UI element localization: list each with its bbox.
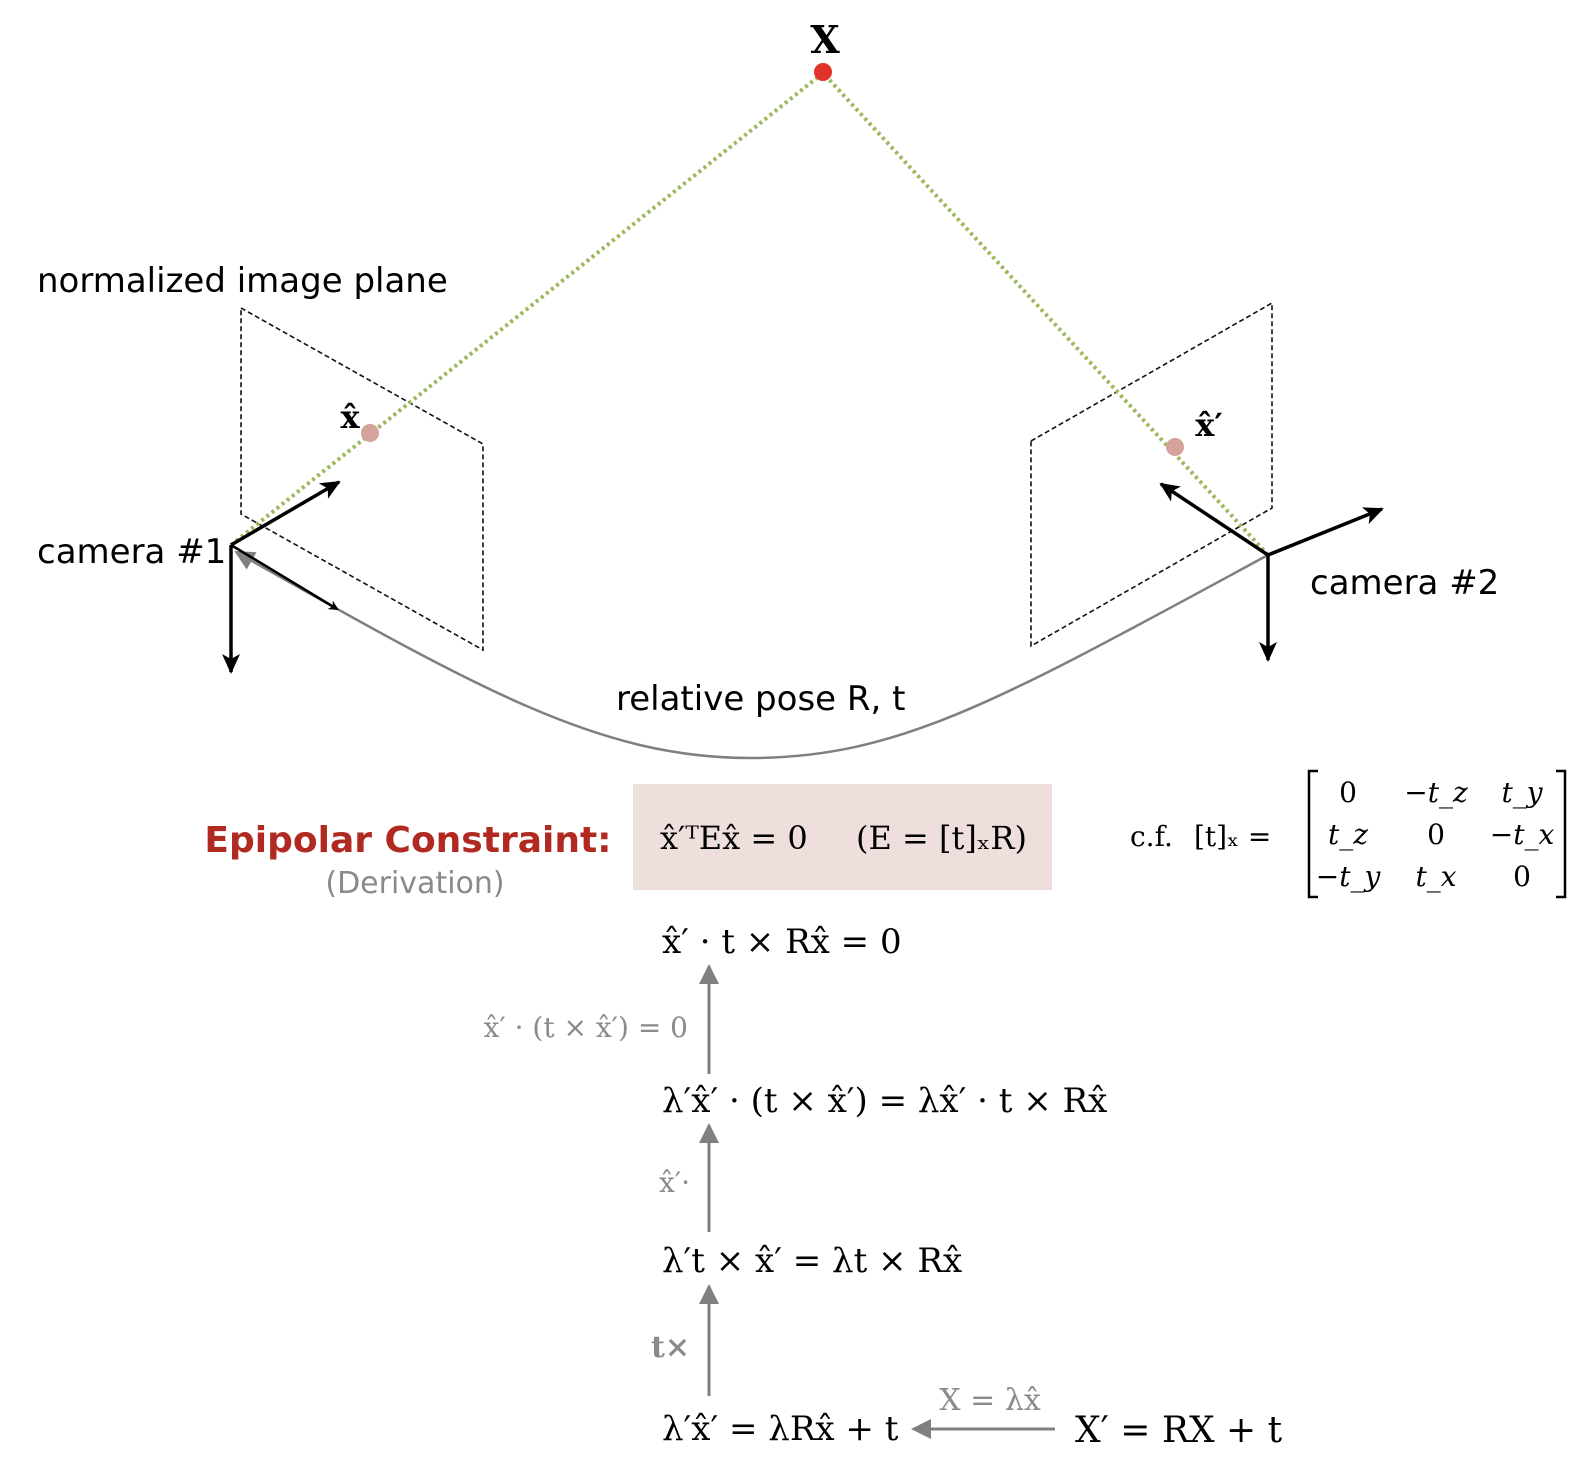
matrix-cell-0-1: −t_z	[1404, 776, 1468, 809]
derivation-hint-1: x̂′ · (t × x̂′) = 0	[484, 1011, 688, 1044]
image-plane-1	[240, 306, 484, 652]
derivation-step-3: λ′t × x̂′ = λt × Rx̂	[662, 1241, 962, 1281]
camera1-axis-optical	[230, 543, 339, 611]
camera2-axis-optical	[1159, 482, 1269, 557]
constraint-equation: x̂′ᵀEx̂ = 0	[660, 819, 808, 857]
relative-pose-curve	[234, 550, 1269, 760]
cross-matrix-cells: 0 −t_z t_y t_z 0 −t_x −t_y t_x 0	[1316, 776, 1555, 893]
derivation-hint-4: X = λx̂	[939, 1383, 1041, 1418]
epipolar-constraint-title: Epipolar Constraint:	[204, 820, 611, 861]
matrix-right-bracket	[1556, 769, 1567, 899]
point-x-hat-prime-label: x̂′	[1195, 406, 1223, 444]
constraint-box	[633, 784, 1052, 890]
derivation-step-1: x̂′ · t × Rx̂ = 0	[662, 922, 902, 962]
relative-pose-label: relative pose R, t	[616, 679, 905, 719]
cross-matrix-lhs: [t]ₓ =	[1194, 820, 1271, 853]
camera2-axis-right	[1267, 507, 1384, 557]
point-X-label: X	[810, 17, 840, 62]
point-x-hat-dot	[361, 424, 379, 442]
matrix-cell-1-2: −t_x	[1490, 818, 1555, 851]
derivation-source: X′ = RX + t	[1075, 1410, 1283, 1451]
image-plane-2	[1030, 301, 1273, 648]
derivation-step-4: λ′x̂′ = λRx̂ + t	[662, 1409, 899, 1449]
matrix-cell-0-2: t_y	[1501, 776, 1543, 809]
matrix-cell-1-0: t_z	[1328, 818, 1368, 851]
derivation-step-2: λ′x̂′ · (t × x̂′) = λx̂′ · t × Rx̂	[662, 1081, 1107, 1121]
camera1-label: camera #1	[37, 532, 226, 572]
point-x-hat-prime-dot	[1166, 438, 1184, 456]
matrix-cell-0-0: 0	[1339, 776, 1357, 809]
matrix-left-bracket	[1307, 769, 1318, 899]
ray-camera2	[821, 71, 1270, 557]
derivation-subtitle: (Derivation)	[325, 866, 504, 901]
cf-prefix: c.f.	[1130, 820, 1173, 853]
derivation-hint-2: x̂′·	[659, 1166, 690, 1199]
ray-camera1	[229, 71, 825, 547]
camera2-label: camera #2	[1310, 563, 1499, 603]
matrix-cell-2-1: t_x	[1415, 860, 1456, 893]
matrix-cell-2-2: 0	[1513, 860, 1531, 893]
matrix-cell-1-1: 0	[1427, 818, 1445, 851]
matrix-cell-2-0: −t_y	[1316, 860, 1382, 893]
point-X-dot	[814, 63, 832, 81]
normalized-image-plane-label: normalized image plane	[37, 261, 448, 301]
essential-matrix-definition: (E = [t]ₓR)	[856, 819, 1027, 857]
camera1-axis-up	[230, 480, 341, 547]
derivation-hint-3: t×	[651, 1330, 690, 1365]
point-x-hat-label: x̂	[340, 398, 360, 436]
